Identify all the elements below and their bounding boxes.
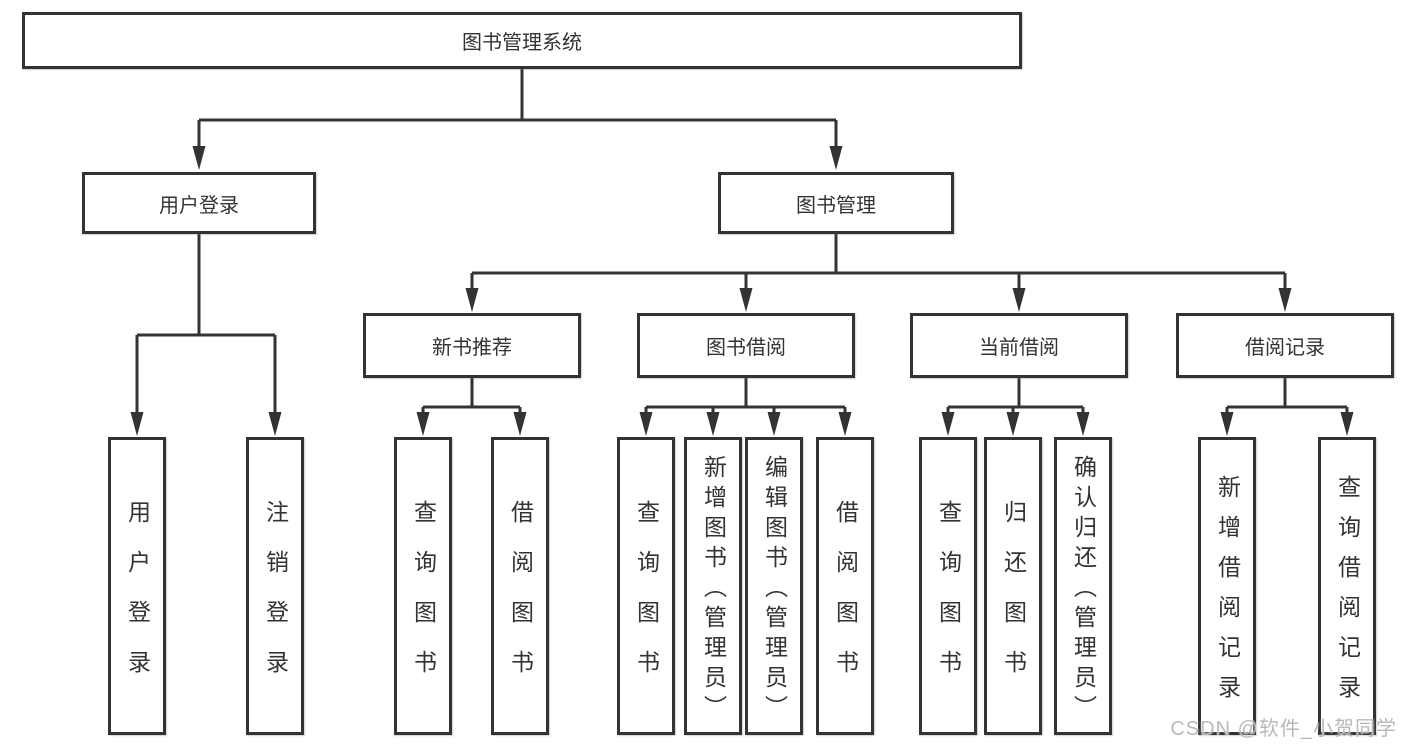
node-leaf-query-book-current: 查询图书 xyxy=(919,437,977,735)
node-new-book-recommend: 新书推荐 xyxy=(363,313,581,378)
node-book-management-label: 图书管理 xyxy=(796,194,876,217)
node-leaf-borrow-book-recommend: 借阅图书 xyxy=(491,437,549,735)
node-leaf-query-book-borrowing: 查询图书 xyxy=(617,437,675,735)
node-leaf-borrow-book-recommend-label: 借阅图书 xyxy=(507,499,534,700)
node-leaf-query-book-recommend: 查询图书 xyxy=(394,437,452,735)
arrowhead xyxy=(1076,412,1090,436)
node-root-label: 图书管理系统 xyxy=(462,32,582,54)
node-leaf-add-borrow-record-label: 新增借阅记录 xyxy=(1214,474,1241,715)
node-leaf-query-book-current-label: 查询图书 xyxy=(935,499,962,700)
node-current-borrowing-label: 当前借阅 xyxy=(979,337,1059,359)
node-leaf-user-login-label: 用户登录 xyxy=(124,499,151,700)
node-leaf-query-book-recommend-label: 查询图书 xyxy=(410,499,437,700)
csdn-watermark: CSDN @软件_小贺同学 xyxy=(1170,718,1397,740)
node-user-login: 用户登录 xyxy=(82,172,316,234)
node-book-management: 图书管理 xyxy=(718,172,954,234)
node-leaf-confirm-return-admin: 确认归还（管理员） xyxy=(1054,437,1112,735)
arrowhead xyxy=(1340,412,1354,436)
node-leaf-add-borrow-record: 新增借阅记录 xyxy=(1198,437,1256,735)
node-user-login-label: 用户登录 xyxy=(159,194,239,217)
node-leaf-logout: 注销登录 xyxy=(246,437,304,735)
arrowheads xyxy=(130,146,1354,436)
node-borrowing-records: 借阅记录 xyxy=(1176,313,1394,378)
node-leaf-query-book-borrowing-label: 查询图书 xyxy=(633,499,660,700)
node-leaf-user-login: 用户登录 xyxy=(108,437,166,735)
arrowhead xyxy=(268,412,282,436)
node-leaf-return-book: 归还图书 xyxy=(984,437,1042,735)
arrowhead xyxy=(767,412,781,436)
arrowhead xyxy=(838,412,852,436)
connector-bookmgmt-to-level3 xyxy=(470,234,1287,294)
arrowhead xyxy=(130,412,144,436)
node-borrowing-records-label: 借阅记录 xyxy=(1245,337,1325,359)
connector-root-to-level2 xyxy=(197,69,838,152)
arrowhead xyxy=(465,288,479,312)
node-leaf-borrow-book-borrowing-label: 借阅图书 xyxy=(832,499,859,700)
node-leaf-edit-book-admin: 编辑图书（管理员） xyxy=(745,437,803,735)
node-leaf-borrow-book-borrowing: 借阅图书 xyxy=(816,437,874,735)
arrowhead xyxy=(513,412,527,436)
arrowhead xyxy=(706,412,720,436)
arrowhead xyxy=(639,412,653,436)
node-current-borrowing: 当前借阅 xyxy=(910,313,1128,378)
node-leaf-query-borrow-record: 查询借阅记录 xyxy=(1318,437,1376,735)
node-book-borrowing-label: 图书借阅 xyxy=(706,337,786,359)
node-new-book-recommend-label: 新书推荐 xyxy=(432,337,512,359)
node-root: 图书管理系统 xyxy=(22,12,1022,69)
arrowhead xyxy=(941,412,955,436)
arrowhead xyxy=(829,146,843,170)
node-leaf-edit-book-admin-label: 编辑图书（管理员） xyxy=(761,454,788,725)
node-leaf-logout-label: 注销登录 xyxy=(262,499,289,700)
connector-records-to-leaves xyxy=(1225,378,1349,418)
node-leaf-return-book-label: 归还图书 xyxy=(1000,499,1027,700)
connector-recommend-to-leaves xyxy=(421,378,522,418)
connector-borrowing-to-leaves xyxy=(644,378,847,418)
arrowhead xyxy=(739,288,753,312)
node-book-borrowing: 图书借阅 xyxy=(637,313,855,378)
node-leaf-query-borrow-record-label: 查询借阅记录 xyxy=(1334,474,1361,715)
connector-userlogin-to-leaves xyxy=(135,234,277,418)
node-leaf-add-book-admin: 新增图书（管理员） xyxy=(684,437,742,735)
arrowhead xyxy=(1006,412,1020,436)
node-leaf-confirm-return-admin-label: 确认归还（管理员） xyxy=(1070,454,1097,725)
node-leaf-add-book-admin-label: 新增图书（管理员） xyxy=(700,454,727,725)
arrowhead xyxy=(192,146,206,170)
arrowhead xyxy=(1220,412,1234,436)
arrowhead xyxy=(1012,288,1026,312)
arrowhead xyxy=(1278,288,1292,312)
arrowhead xyxy=(416,412,430,436)
